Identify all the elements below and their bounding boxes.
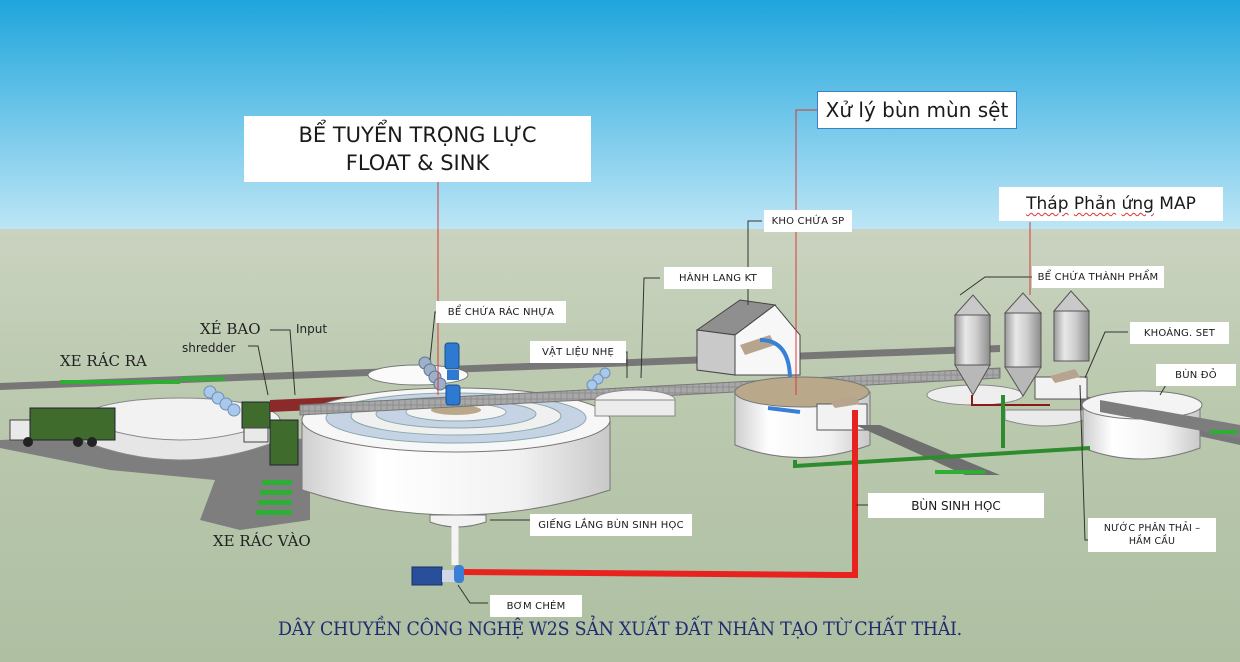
garbage-truck-in (241, 401, 299, 466)
label-plastic-waste-tank: BỂ CHỨA RÁC NHỰA (436, 301, 566, 323)
screw-conveyor-light (586, 367, 611, 391)
mixer-motor (444, 342, 461, 406)
map-word-3: ứng (1121, 194, 1154, 214)
green-bins (60, 377, 292, 515)
label-settling-well: GIẾNG LẮNG BÙN SINH HỌC (530, 514, 692, 536)
screw-conveyor-plastic (418, 356, 447, 391)
label-clay-mineral: KHOÁNG. SET (1130, 322, 1229, 344)
callout-sludge-processing: Xử lý bùn mùn sệt (817, 91, 1017, 129)
label-input: Input (296, 322, 328, 336)
green-bins-right (935, 430, 1238, 474)
garbage-truck-out (9, 407, 116, 447)
chopper-pump (411, 565, 464, 586)
label-trucks-out: XE RÁC RA (60, 352, 147, 370)
red-sludge-pipe (459, 410, 858, 578)
truck-platform (0, 430, 310, 530)
map-word-1: Tháp (1026, 194, 1069, 214)
label-septic-line1: NƯỚC PHÂN THẢI – (1103, 523, 1201, 534)
label-chopper-pump: BƠM CHÉM (490, 595, 582, 617)
label-septic-wastewater: NƯỚC PHÂN THẢI – HẦM CẦU (1088, 518, 1216, 552)
label-septic-line2: HẦM CẦU (1128, 536, 1176, 547)
screw-conveyor-left (203, 385, 241, 417)
label-product-warehouse: KHO CHỨA SP (764, 210, 852, 232)
label-technical-corridor: HÀNH LANG KT (664, 267, 772, 289)
label-biological-sludge: BÙN SINH HỌC (868, 493, 1044, 518)
red-mud-tank (1081, 390, 1240, 460)
callout-map-tower: Tháp Phản ứng MAP (999, 187, 1223, 221)
diagram-title: DÂY CHUYỀN CÔNG NGHỆ W2S SẢN XUẤT ĐẤT NH… (278, 618, 962, 640)
label-bag-shredder: XÉ BAO (200, 320, 261, 338)
map-word-2: Phản (1073, 194, 1117, 214)
callout-gravity-tank-line1: BỂ TUYỂN TRỌNG LỰC (298, 123, 537, 147)
bio-sludge-tank (734, 376, 871, 458)
callout-gravity-tank-line2: FLOAT & SINK (345, 151, 490, 175)
map-word-4: MAP (1159, 194, 1196, 214)
green-water-pipe (793, 395, 1091, 469)
light-material-tank-wall (594, 399, 676, 417)
map-reactor-towers (926, 290, 1091, 427)
label-red-mud: BÙN ĐỎ (1156, 364, 1236, 386)
label-light-material: VẬT LIỆU NHẸ (530, 341, 626, 363)
label-shredder: shredder (182, 341, 236, 355)
callout-red-lines (437, 109, 1031, 395)
product-warehouse (695, 299, 801, 381)
callout-gravity-tank: BỂ TUYỂN TRỌNG LỰC FLOAT & SINK (244, 116, 591, 182)
label-trucks-in: XE RÁC VÀO (213, 532, 311, 550)
label-finished-product-tank: BỂ CHỨA THÀNH PHẨM (1032, 266, 1164, 288)
sludge-ramp (855, 425, 1000, 475)
